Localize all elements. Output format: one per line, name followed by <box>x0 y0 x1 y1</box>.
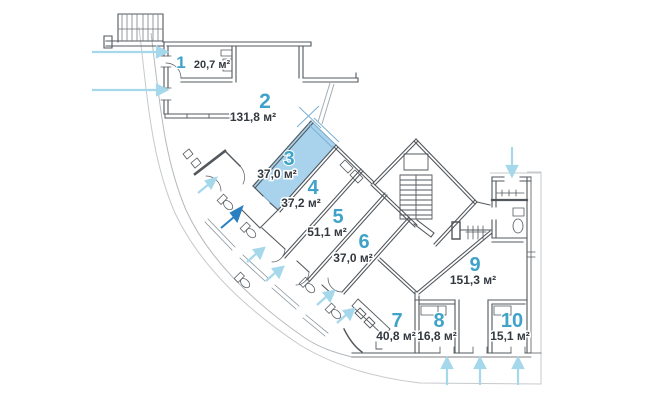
wc-fixtures <box>216 193 342 320</box>
entry-arrows <box>92 45 525 385</box>
room-1-area: 20,7 м² <box>194 59 231 71</box>
room-6-number: 6 <box>358 231 369 253</box>
main-entry-arrow-icon <box>220 216 235 229</box>
room-8-area: 16,8 м² <box>417 329 457 343</box>
entry-arrow-icon <box>197 183 210 194</box>
room-1-number: 1 <box>176 53 185 72</box>
room-9-area: 151,3 м² <box>450 273 496 287</box>
room-6-area: 37,0 м² <box>333 251 373 265</box>
room-5-area: 51,1 м² <box>307 225 347 239</box>
entry-arrow-icon <box>336 313 348 324</box>
entry-arrow-icon <box>316 295 328 306</box>
room-7-area: 40,8 м² <box>376 329 416 343</box>
site-boundary-curves <box>138 26 542 385</box>
entry-arrow-icon <box>265 271 277 282</box>
room-3-number: 3 <box>283 148 294 170</box>
room-2-area: 131,8 м² <box>230 110 276 124</box>
room-3-area: 37,0 м² <box>257 167 297 181</box>
room-10-number: 10 <box>501 310 523 332</box>
room-8-number: 8 <box>433 310 444 332</box>
room-2-number: 2 <box>259 90 271 113</box>
room-4-area: 37,2 м² <box>281 196 321 210</box>
room-7-number: 7 <box>391 310 402 332</box>
window-marks <box>296 82 340 149</box>
room-labels: 1 20,7 м² 2 131,8 м² 3 37,0 м² 4 37,2 м²… <box>175 52 531 345</box>
room-4-number: 4 <box>307 177 319 199</box>
room-9-number: 9 <box>469 254 480 276</box>
entry-arrow-icon <box>246 252 258 263</box>
walls <box>103 13 542 358</box>
room-10-area: 15,1 м² <box>490 329 530 343</box>
room-5-number: 5 <box>332 206 343 228</box>
